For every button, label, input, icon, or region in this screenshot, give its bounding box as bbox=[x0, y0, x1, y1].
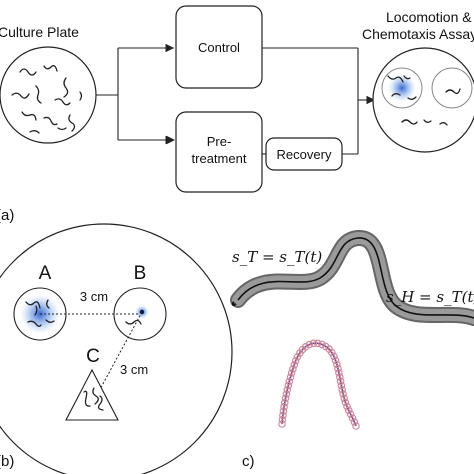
head-equation: s_H = s_T(t) + bbox=[386, 288, 474, 306]
spline-marker bbox=[286, 373, 295, 382]
distance-bc-label: 3 cm bbox=[120, 362, 148, 377]
control-box bbox=[175, 5, 263, 89]
spline-marker bbox=[285, 377, 294, 386]
spline-marker bbox=[350, 418, 359, 426]
flow-line-merge bbox=[262, 47, 372, 155]
pretreatment-label-line1: Pre- bbox=[207, 134, 232, 149]
spline-marker bbox=[338, 385, 347, 394]
spline-marker bbox=[278, 415, 287, 424]
assay-label-line2: Chemotaxis Assay bbox=[362, 26, 474, 42]
spline-marker bbox=[280, 398, 289, 407]
spline-marker bbox=[291, 356, 300, 365]
spline-marker bbox=[337, 381, 346, 390]
spline-marker bbox=[335, 368, 343, 377]
spline-marker bbox=[339, 390, 347, 398]
spline-marker bbox=[301, 342, 310, 351]
spline-marker bbox=[289, 365, 297, 373]
recovery-label: Recovery bbox=[277, 147, 332, 162]
spline-marker bbox=[341, 398, 350, 407]
spline-marker bbox=[346, 410, 355, 419]
tail-equation: s_T = s_T(t) bbox=[232, 248, 322, 266]
spline-marker bbox=[281, 394, 290, 403]
panel-a-label: (a) bbox=[0, 207, 14, 224]
spline-marker bbox=[283, 385, 292, 394]
assay-label-line1: Locomotion & bbox=[386, 9, 472, 25]
panel-b: A B C 3 cm 3 cm (b) bbox=[0, 223, 233, 474]
spline-marker bbox=[287, 369, 296, 377]
spline-marker bbox=[333, 360, 341, 369]
spline-marker bbox=[335, 373, 344, 381]
distance-ab-label: 3 cm bbox=[80, 289, 108, 304]
control-label: Control bbox=[198, 40, 240, 55]
spline-marker bbox=[290, 360, 299, 369]
spot-b-label: B bbox=[134, 263, 147, 284]
culture-plate-worms bbox=[11, 65, 83, 134]
pretreatment-box bbox=[175, 111, 263, 193]
panel-c-label: c) bbox=[242, 453, 255, 470]
spline-marker bbox=[305, 340, 314, 349]
assay-spot-a-glow bbox=[388, 74, 416, 102]
spline-markers bbox=[278, 339, 360, 430]
spline-marker bbox=[340, 394, 349, 403]
spline-marker bbox=[309, 339, 318, 348]
spline-marker bbox=[279, 407, 288, 415]
spline-marker bbox=[313, 339, 322, 348]
spline-marker bbox=[282, 390, 291, 398]
spline-marker bbox=[327, 348, 336, 357]
assay-plate-worms bbox=[387, 75, 461, 126]
spline-marker bbox=[344, 406, 353, 415]
spline-marker bbox=[318, 340, 326, 349]
spot-c-label: C bbox=[86, 346, 100, 367]
spline-marker bbox=[279, 411, 287, 420]
spline-marker bbox=[293, 352, 302, 361]
spline-marker bbox=[343, 402, 351, 411]
culture-plate-label: Culture Plate bbox=[0, 24, 79, 40]
spline-marker bbox=[348, 414, 357, 422]
panel-a: Culture Plate Control Pre- treatment bbox=[0, 5, 474, 224]
pretreatment-label-line2: treatment bbox=[192, 151, 247, 166]
spline-marker bbox=[284, 381, 293, 390]
spline-marker bbox=[334, 364, 342, 373]
chemotaxis-plate bbox=[0, 223, 233, 474]
spline-marker bbox=[352, 422, 360, 430]
panel-c: s_T = s_T(t) s_H = s_T(t) + c) bbox=[230, 230, 474, 470]
assay-spot-b bbox=[431, 67, 473, 109]
spline-marker bbox=[336, 377, 345, 386]
spline-marker bbox=[280, 402, 288, 411]
spot-a-worms bbox=[25, 299, 55, 327]
worm-tail-line bbox=[231, 301, 237, 306]
spot-c-worms bbox=[83, 387, 104, 411]
spline-marker bbox=[330, 352, 338, 361]
spot-b-worm bbox=[125, 319, 142, 325]
spline-marker bbox=[278, 420, 286, 428]
distance-line-bc bbox=[91, 311, 143, 405]
spot-a-label: A bbox=[39, 263, 52, 284]
flow-line-split bbox=[96, 47, 174, 140]
spline-marker bbox=[331, 356, 340, 365]
panel-b-label: (b) bbox=[0, 453, 14, 470]
worm-centerline bbox=[237, 237, 474, 319]
spot-c-triangle bbox=[65, 368, 119, 421]
